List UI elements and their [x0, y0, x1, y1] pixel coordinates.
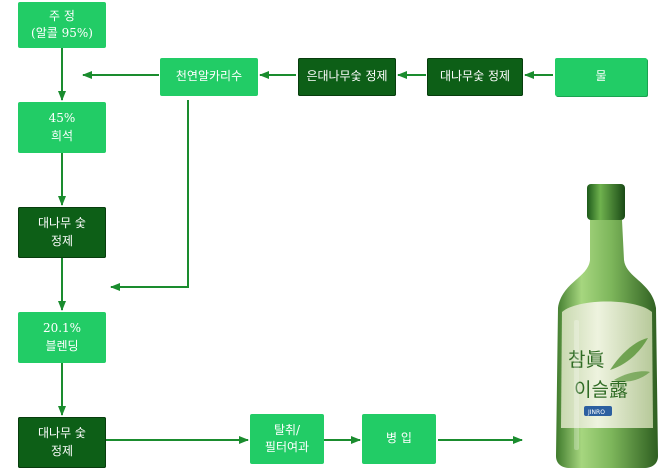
node-bamboo: 대나무숯 정제 [427, 58, 523, 96]
node-alkaline: 천연알카리수 [160, 58, 258, 96]
bottle-label-text-top: 참眞 [568, 349, 604, 371]
node-silver: 은대나무숯 정제 [298, 58, 396, 96]
node-water-label: 물 [595, 69, 607, 84]
node-charcoal2-line1: 대나무 숯 [38, 426, 86, 441]
node-charcoal2-line2: 정제 [50, 443, 74, 458]
node-blend: 20.1% 블렌딩 [18, 312, 106, 363]
node-water: 물 [555, 58, 647, 96]
node-bottling: 병 입 [362, 414, 436, 464]
node-blend-line1: 20.1% [42, 321, 82, 336]
arrow-alkaline-to-blend [110, 100, 189, 291]
node-charcoal1-line1: 대나무 숯 [38, 216, 86, 231]
node-filter-line2: 필터여과 [264, 440, 310, 454]
node-filter: 탈취/ 필터여과 [250, 414, 324, 464]
node-jujeong: 주 정 (알콜 95%) [18, 2, 106, 48]
bottle-cap [587, 184, 625, 220]
node-charcoal2: 대나무 숯 정제 [18, 417, 106, 468]
node-blend-line2: 블렌딩 [45, 338, 79, 353]
bottle-brand-text: JINRO [587, 409, 605, 416]
node-silver-label: 은대나무숯 정제 [306, 69, 388, 84]
node-dilute-line2: 희석 [50, 128, 74, 143]
node-bamboo-label: 대나무숯 정제 [439, 69, 511, 84]
node-bottling-label: 병 입 [386, 431, 412, 446]
node-filter-line1: 탈취/ [273, 422, 301, 437]
soju-bottle-image: 참眞 이슬露 JINRO [556, 184, 658, 468]
bottle-label-text-bottom: 이슬露 [574, 379, 628, 401]
node-jujeong-line1: 주 정 [49, 8, 75, 23]
node-charcoal1-line2: 정제 [50, 233, 74, 248]
node-charcoal1: 대나무 숯 정제 [18, 207, 106, 258]
node-alkaline-label: 천연알카리수 [175, 69, 243, 84]
node-dilute-line1: 45% [48, 111, 76, 126]
node-jujeong-line2: (알콜 95%) [31, 26, 93, 40]
bottle-label [561, 301, 653, 428]
node-dilute: 45% 희석 [18, 102, 106, 153]
